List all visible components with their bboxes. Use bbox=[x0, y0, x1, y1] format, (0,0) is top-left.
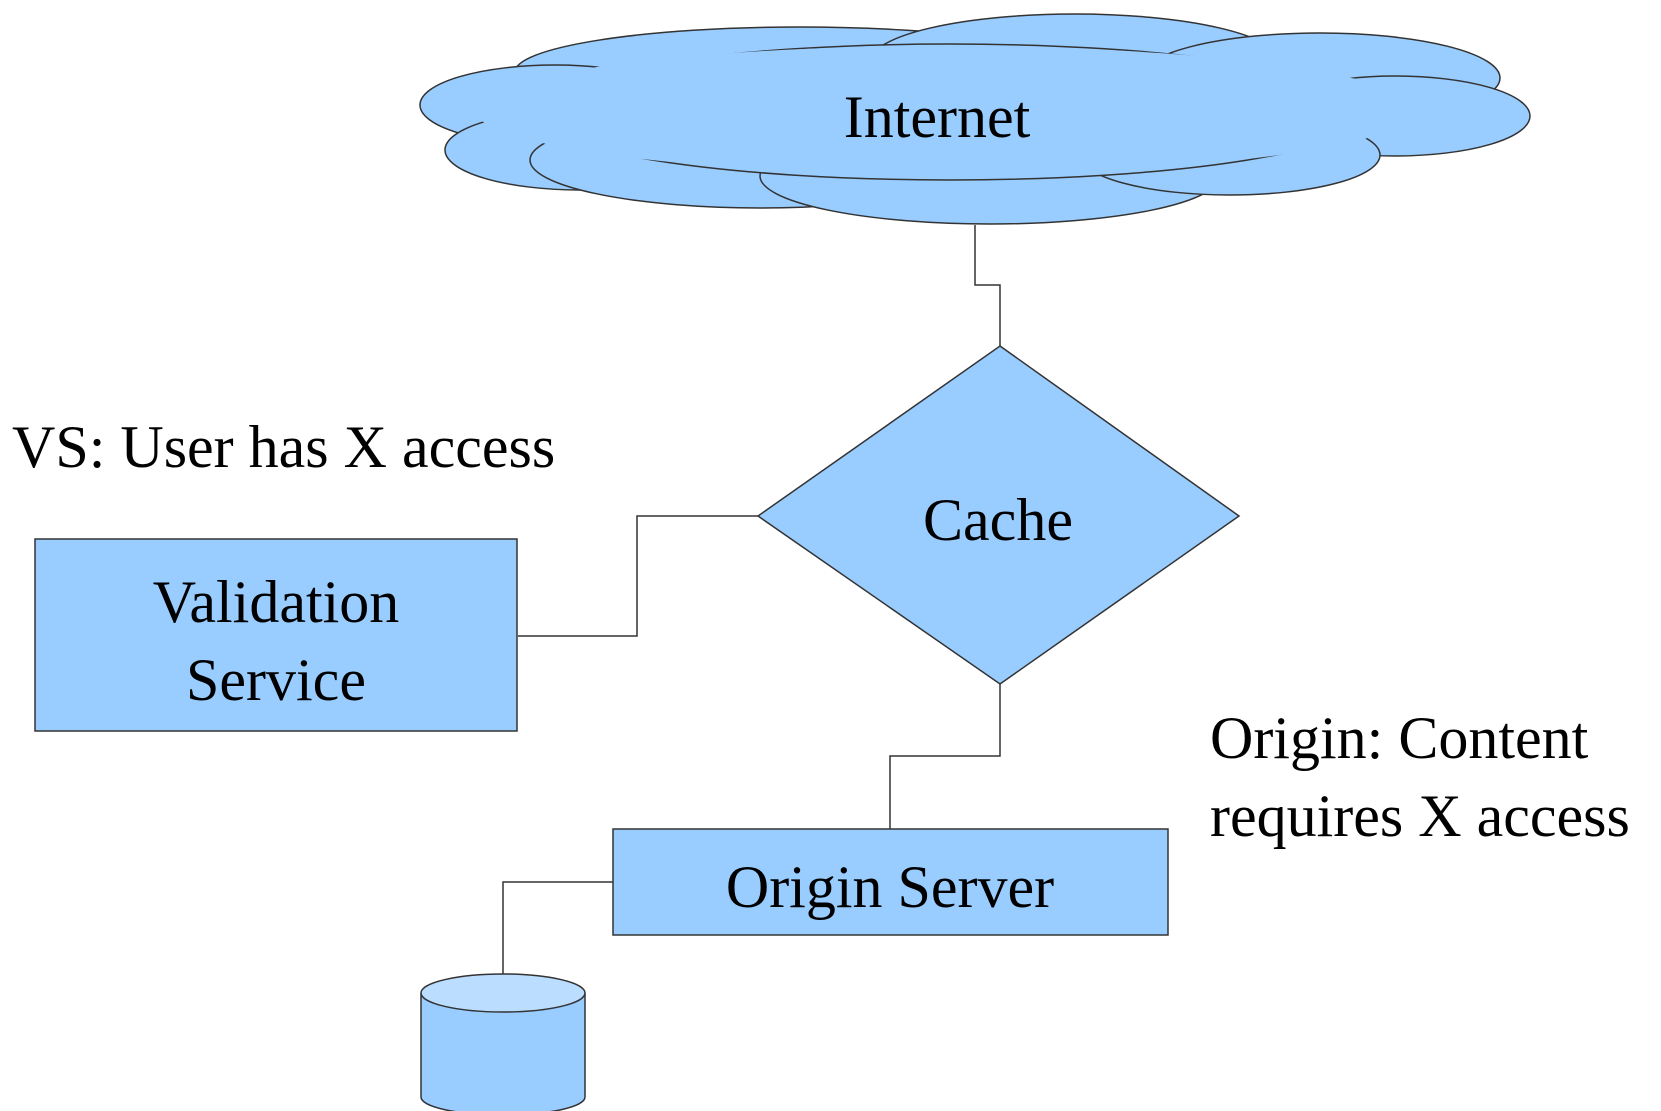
origin-annotation-line1: Origin: Content bbox=[1210, 705, 1589, 771]
internet-cloud: Internet bbox=[419, 13, 1531, 225]
cache-label: Cache bbox=[923, 487, 1073, 553]
validation-service-label-line1: Validation bbox=[153, 569, 400, 635]
database-top-icon bbox=[420, 973, 586, 1013]
origin-server-box bbox=[612, 828, 1169, 936]
vs-annotation: VS: User has X access bbox=[12, 414, 555, 480]
validation-service-node: Validation Service bbox=[34, 538, 518, 732]
origin-server-label: Origin Server bbox=[726, 854, 1054, 920]
origin-annotation-line2: requires X access bbox=[1210, 783, 1630, 849]
storage-cylinder bbox=[420, 973, 586, 1111]
internet-label: Internet bbox=[844, 84, 1031, 150]
connector-cache-origin bbox=[889, 684, 1001, 829]
diamond-shape-icon bbox=[756, 345, 1241, 685]
connector-cache-validation bbox=[518, 515, 758, 637]
validation-service-label-line2: Service bbox=[186, 647, 366, 713]
cache-node: Cache bbox=[756, 345, 1241, 685]
connector-internet-cache bbox=[974, 225, 1001, 346]
validation-service-box bbox=[34, 538, 518, 732]
origin-server-node: Origin Server bbox=[612, 828, 1169, 936]
connector-origin-storage bbox=[502, 881, 613, 974]
database-icon bbox=[420, 993, 586, 1111]
